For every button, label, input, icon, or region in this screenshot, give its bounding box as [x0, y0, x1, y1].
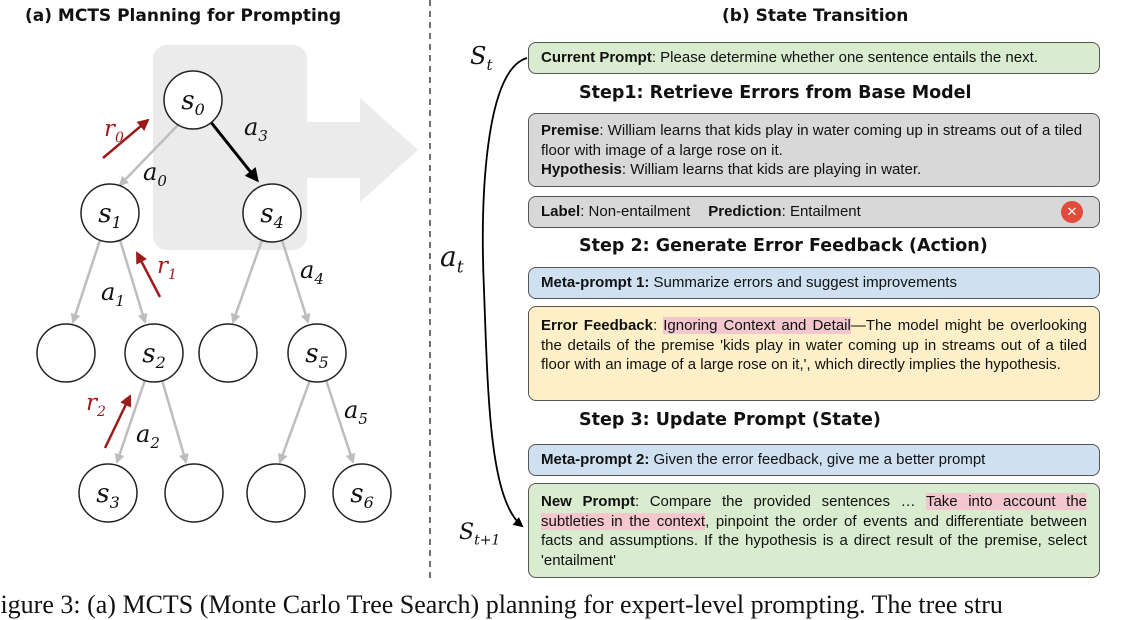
step2-title: Step 2: Generate Error Feedback (Action) — [579, 236, 988, 256]
node-s5 — [287, 323, 347, 383]
state-st-label: St — [470, 42, 493, 74]
feedback-highlight: Ignoring Context and Detail — [663, 317, 851, 334]
node-s4 — [242, 183, 302, 243]
reward-label-r2: r2 — [86, 390, 106, 420]
node-label-s3: s3 — [96, 479, 120, 512]
edge-s2-s3 — [114, 379, 147, 464]
reward-label-r0: r0 — [104, 116, 124, 146]
edge-s5-left — [278, 379, 312, 464]
action-label-a5: a5 — [344, 396, 368, 428]
error-x-icon: ✕ — [1061, 201, 1083, 223]
meta-prompt-1-box: Meta-prompt 1: Summarize errors and sugg… — [528, 267, 1100, 299]
reward-arrow-r2 — [103, 394, 132, 449]
mcts-tree-diagram: s0 s1 s4 s2 s5 s3 s6 a3 a0 a1 a4 a2 a5 r… — [36, 0, 431, 580]
action-label-a0: a0 — [143, 158, 167, 190]
node-empty — [164, 463, 224, 523]
panel-b-title: (b) State Transition — [722, 6, 909, 26]
panel-a-title: (a) MCTS Planning for Prompting — [25, 6, 342, 26]
node-s2 — [124, 323, 184, 383]
step1-title: Step1: Retrieve Errors from Base Model — [579, 83, 972, 103]
edge-s4-s5 — [280, 239, 311, 324]
edge-s0-s4 — [208, 120, 259, 183]
edge-s0-s1 — [118, 124, 179, 187]
node-empty — [246, 463, 306, 523]
action-label-a2: a2 — [136, 420, 160, 452]
label-prediction-box: Label: Non-entailment Prediction: Entail… — [528, 196, 1100, 228]
edge-s1-s2 — [118, 239, 148, 324]
action-at-label: at — [440, 240, 464, 278]
node-empty — [198, 323, 258, 383]
step3-title: Step 3: Update Prompt (State) — [579, 410, 881, 430]
action-label-a1: a1 — [101, 278, 125, 310]
node-label-s4: s4 — [260, 199, 284, 232]
new-prompt-box: New Prompt: Compare the provided sentenc… — [528, 483, 1100, 578]
current-prompt-box: Current Prompt: Please determine whether… — [528, 42, 1100, 74]
action-label-a4: a4 — [300, 256, 324, 288]
edge-s2-right — [160, 379, 189, 464]
reward-arrow-r1 — [135, 251, 162, 298]
edge-s4-left — [230, 239, 264, 324]
figure-caption: Figure 3: (a) MCTS (Monte Carlo Tree Sea… — [0, 590, 1003, 619]
node-label-s1: s1 — [98, 199, 122, 232]
node-s1 — [80, 183, 140, 243]
node-label-s6: s6 — [350, 479, 374, 512]
error-feedback-box: Error Feedback: Ignoring Context and Det… — [528, 306, 1100, 401]
reward-label-r1: r1 — [157, 253, 177, 283]
node-label-s5: s5 — [305, 339, 329, 372]
node-s0 — [163, 70, 223, 130]
premise-text: Premise: William learns that kids play i… — [541, 122, 1083, 159]
reward-arrow-r0 — [102, 118, 150, 159]
meta-prompt-2-box: Meta-prompt 2: Given the error feedback,… — [528, 444, 1100, 476]
state-transition-curve — [481, 57, 528, 528]
transition-curve-arrow — [481, 57, 528, 528]
node-s3 — [78, 463, 138, 523]
action-label-a3: a3 — [244, 113, 268, 145]
premise-hypothesis-box: Premise: William learns that kids play i… — [528, 113, 1100, 187]
state-st1-label: St+1 — [459, 520, 501, 549]
edge-s1-left — [70, 239, 102, 324]
hypothesis-text: Hypothesis: William learns that kids are… — [541, 161, 922, 178]
node-s6 — [332, 463, 392, 523]
node-empty — [36, 323, 96, 383]
transition-arrow-shape — [307, 98, 418, 202]
node-label-s2: s2 — [142, 339, 166, 372]
edge-s5-s6 — [324, 379, 356, 464]
node-label-s0: s0 — [181, 86, 205, 119]
